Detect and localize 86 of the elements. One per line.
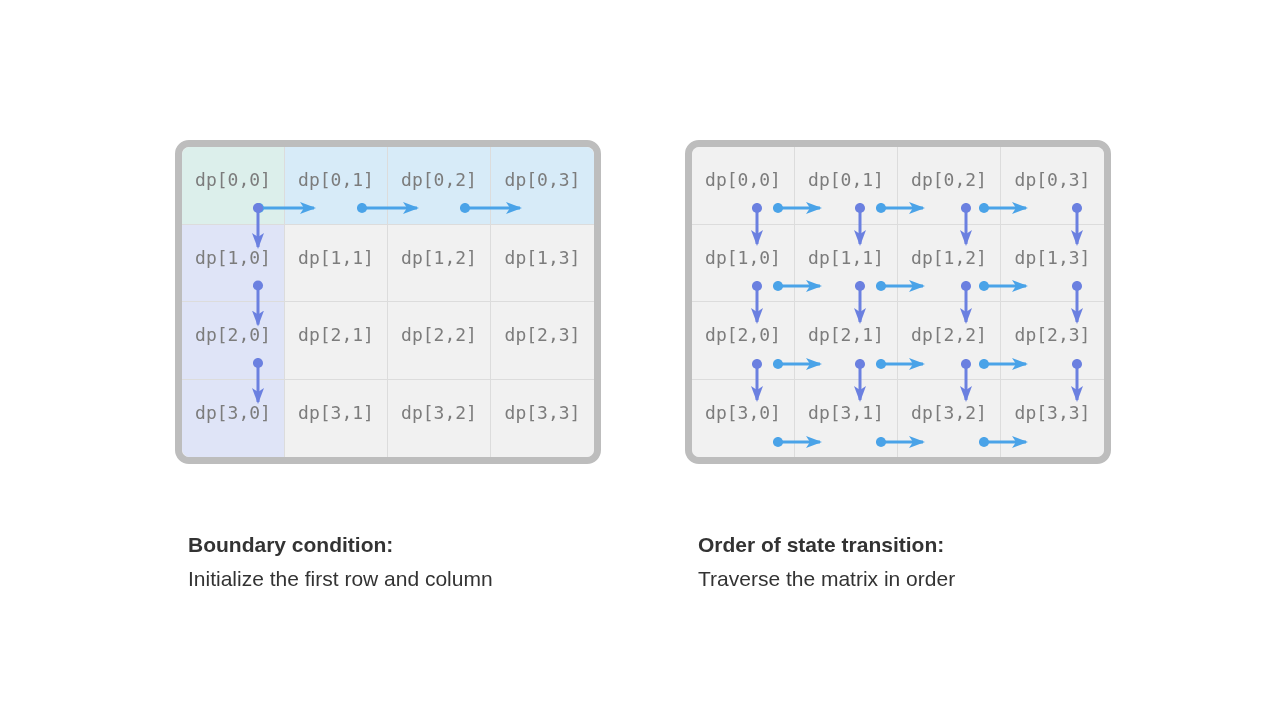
cell-label: dp[2,0] [195,324,271,345]
matrix-cell [898,224,1001,302]
arrow [252,357,264,404]
cell-label: dp[3,2] [911,401,987,423]
cell-label: dp[1,2] [911,246,987,268]
matrix-cell [388,224,491,302]
matrix-cell [1001,147,1104,225]
cell-label: dp[0,2] [401,169,477,190]
arrow [875,202,925,214]
caption-heading: Order of state transition: [698,533,945,557]
cell-label: dp[0,2] [911,169,987,190]
arrow [978,436,1028,448]
matrix-cell [491,147,594,225]
arrow [772,280,822,292]
matrix-cell [182,302,285,380]
cell-label: dp[2,3] [504,324,581,345]
arrow [875,436,925,448]
cell-label: dp[0,0] [705,169,781,190]
matrix-cell [692,224,795,302]
arrow [356,202,419,214]
arrow [960,280,972,324]
arrow [1071,280,1083,324]
caption-text: Traverse the matrix in order [698,567,956,591]
arrow [252,202,264,249]
cell-label: dp[0,1] [298,169,374,190]
cell-label: dp[2,1] [298,324,374,345]
cell-label: dp[3,0] [195,401,271,423]
matrix-cell [388,147,491,225]
arrow [1071,358,1083,402]
arrow [772,202,822,214]
matrix-cell [898,147,1001,225]
matrix-cell [795,147,898,225]
cell-label: dp[0,1] [808,169,884,190]
caption-text: Initialize the first row and column [188,567,493,591]
matrix-cell [692,379,795,457]
arrow [875,280,925,292]
cell-label: dp[2,1] [808,324,884,345]
cell-label: dp[1,1] [298,246,374,268]
cell-label: dp[1,3] [1014,246,1091,268]
cell-label: dp[3,0] [705,401,781,423]
cell-label: dp[3,1] [298,401,374,423]
arrow [751,280,763,324]
matrix-cell [182,379,285,457]
cell-label: dp[2,2] [911,324,987,345]
arrow [252,280,264,327]
arrow [960,358,972,402]
matrix-cell [182,147,285,225]
cell-label: dp[3,1] [808,401,884,423]
arrow [854,202,866,246]
matrix-cell [692,302,795,380]
matrix-cell [285,302,388,380]
cell-label: dp[1,2] [401,246,477,268]
arrow [459,202,522,214]
arrow [751,358,763,402]
matrix-cell [285,224,388,302]
matrix-cell [692,147,795,225]
arrow [751,202,763,246]
arrow [854,280,866,324]
matrix-cell [795,302,898,380]
cell-label: dp[2,2] [401,324,477,345]
cell-label: dp[1,0] [705,246,781,268]
arrow [772,358,822,370]
matrix-cell [285,147,388,225]
cell-label: dp[3,3] [1014,401,1091,423]
cell-label: dp[3,3] [504,401,581,423]
matrix-cell [898,302,1001,380]
cell-label: dp[2,0] [705,324,781,345]
cell-label: dp[0,3] [1014,169,1091,190]
arrow [854,358,866,402]
arrow [978,280,1028,292]
cell-label: dp[1,3] [504,246,581,268]
arrow [978,358,1028,370]
cell-label: dp[2,3] [1014,324,1091,345]
cell-label: dp[1,1] [808,246,884,268]
arrow [960,202,972,246]
matrix-cell [795,224,898,302]
arrow [875,358,925,370]
cell-label: dp[3,2] [401,401,477,423]
cell-label: dp[0,3] [504,169,581,190]
cell-label: dp[0,0] [195,169,271,190]
cell-label: dp[1,0] [195,246,271,268]
arrow [772,436,822,448]
arrow [978,202,1028,214]
caption-heading: Boundary condition: [188,533,394,557]
arrow [1071,202,1083,246]
matrix-cell [182,224,285,302]
